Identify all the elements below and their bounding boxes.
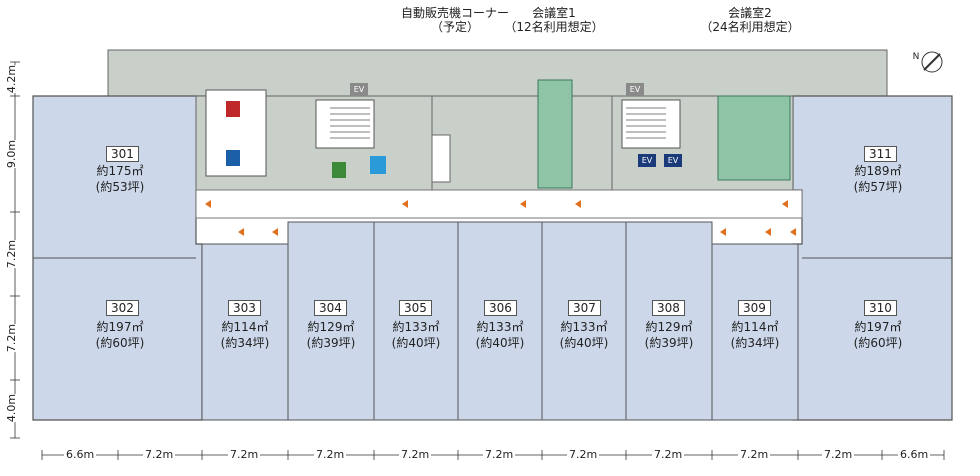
room-area: 約114㎡: [731, 320, 779, 334]
room-area: 約114㎡: [221, 320, 269, 334]
dim-h: 7.2m: [738, 448, 771, 461]
vending-annotation-line2: （予定）: [430, 20, 479, 34]
room-number: 302: [106, 300, 139, 316]
room-tsubo: (約34坪): [730, 336, 780, 350]
compass-north-label: N: [912, 52, 920, 62]
room-308-shape: [625, 221, 713, 421]
room-tsubo: (約53坪): [95, 180, 145, 194]
dim-v: 7.2m: [5, 239, 19, 269]
meeting-room-2: [717, 95, 791, 181]
restroom-male-icon: [226, 150, 240, 166]
room-number: 306: [484, 300, 517, 316]
room-number: 304: [314, 300, 347, 316]
room-area: 約133㎡: [392, 320, 440, 334]
room-number: 303: [228, 300, 261, 316]
corridor: [195, 189, 803, 219]
service-core-center: [431, 95, 613, 191]
meeting-room-1: [537, 79, 573, 189]
dim-h: 7.2m: [314, 448, 347, 461]
room-area: 約129㎡: [645, 320, 693, 334]
dim-v: 7.2m: [5, 323, 19, 353]
meeting-room-2-capacity: （24名利用想定）: [700, 20, 800, 34]
meeting-room-1-annotation: 会議室1 （12名利用想定）: [494, 6, 614, 34]
room-tsubo: (約40坪): [475, 336, 525, 350]
room-tsubo: (約60坪): [95, 336, 145, 350]
dim-h: 7.2m: [399, 448, 432, 461]
meeting-room-2-annotation: 会議室2 （24名利用想定）: [690, 6, 810, 34]
room-area: 約175㎡: [96, 164, 144, 178]
room-tsubo: (約57坪): [853, 180, 903, 194]
elevator-badge-1: EV: [638, 154, 656, 167]
dim-v: 4.2m: [5, 64, 19, 94]
room-area: 約189㎡: [854, 164, 902, 178]
meeting-room-2-title: 会議室2: [728, 6, 772, 20]
room-area: 約133㎡: [476, 320, 524, 334]
dim-h: 7.2m: [567, 448, 600, 461]
vending-corner: [431, 134, 451, 183]
stairs-left: [315, 99, 375, 149]
elevator-badge-left: EV: [350, 83, 368, 96]
room-tsubo: (約40坪): [391, 336, 441, 350]
dim-h: 6.6m: [64, 448, 97, 461]
room-tsubo: (約60坪): [853, 336, 903, 350]
room-307-shape: [541, 221, 627, 421]
room-tsubo: (約40坪): [559, 336, 609, 350]
room-tsubo: (約39坪): [306, 336, 356, 350]
vending-annotation: 自動販売機コーナー （予定）: [380, 6, 530, 34]
elevator-badge-2: EV: [664, 154, 682, 167]
stairs-right: [621, 99, 681, 149]
room-number: 307: [568, 300, 601, 316]
dim-v: 4.0m: [5, 393, 19, 423]
room-tsubo: (約34坪): [220, 336, 270, 350]
elevator-badge-right: EV: [626, 83, 644, 96]
wheelchair-icon: [332, 162, 346, 178]
room-area: 約133㎡: [560, 320, 608, 334]
baby-icon: [370, 156, 386, 174]
room-tsubo: (約39坪): [644, 336, 694, 350]
room-number: 311: [864, 146, 897, 162]
dim-v: 9.0m: [5, 139, 19, 169]
building-core: [107, 49, 888, 97]
restroom-female-icon: [226, 101, 240, 117]
room-305-shape: [373, 221, 459, 421]
room-number: 308: [652, 300, 685, 316]
room-309-shape: [711, 243, 799, 421]
vending-annotation-line1: 自動販売機コーナー: [400, 6, 509, 20]
dim-h: 7.2m: [483, 448, 516, 461]
dim-h: 7.2m: [228, 448, 261, 461]
dim-h: 7.2m: [652, 448, 685, 461]
dim-h: 7.2m: [143, 448, 176, 461]
room-number: 305: [399, 300, 432, 316]
room-area: 約197㎡: [96, 320, 144, 334]
room-area: 約129㎡: [307, 320, 355, 334]
dim-h: 6.6m: [898, 448, 931, 461]
room-number: 309: [738, 300, 771, 316]
meeting-room-1-capacity: （12名利用想定）: [504, 20, 604, 34]
meeting-room-1-title: 会議室1: [532, 6, 576, 20]
room-area: 約197㎡: [854, 320, 902, 334]
room-number: 310: [864, 300, 897, 316]
room-number: 301: [106, 146, 139, 162]
dim-h: 7.2m: [822, 448, 855, 461]
